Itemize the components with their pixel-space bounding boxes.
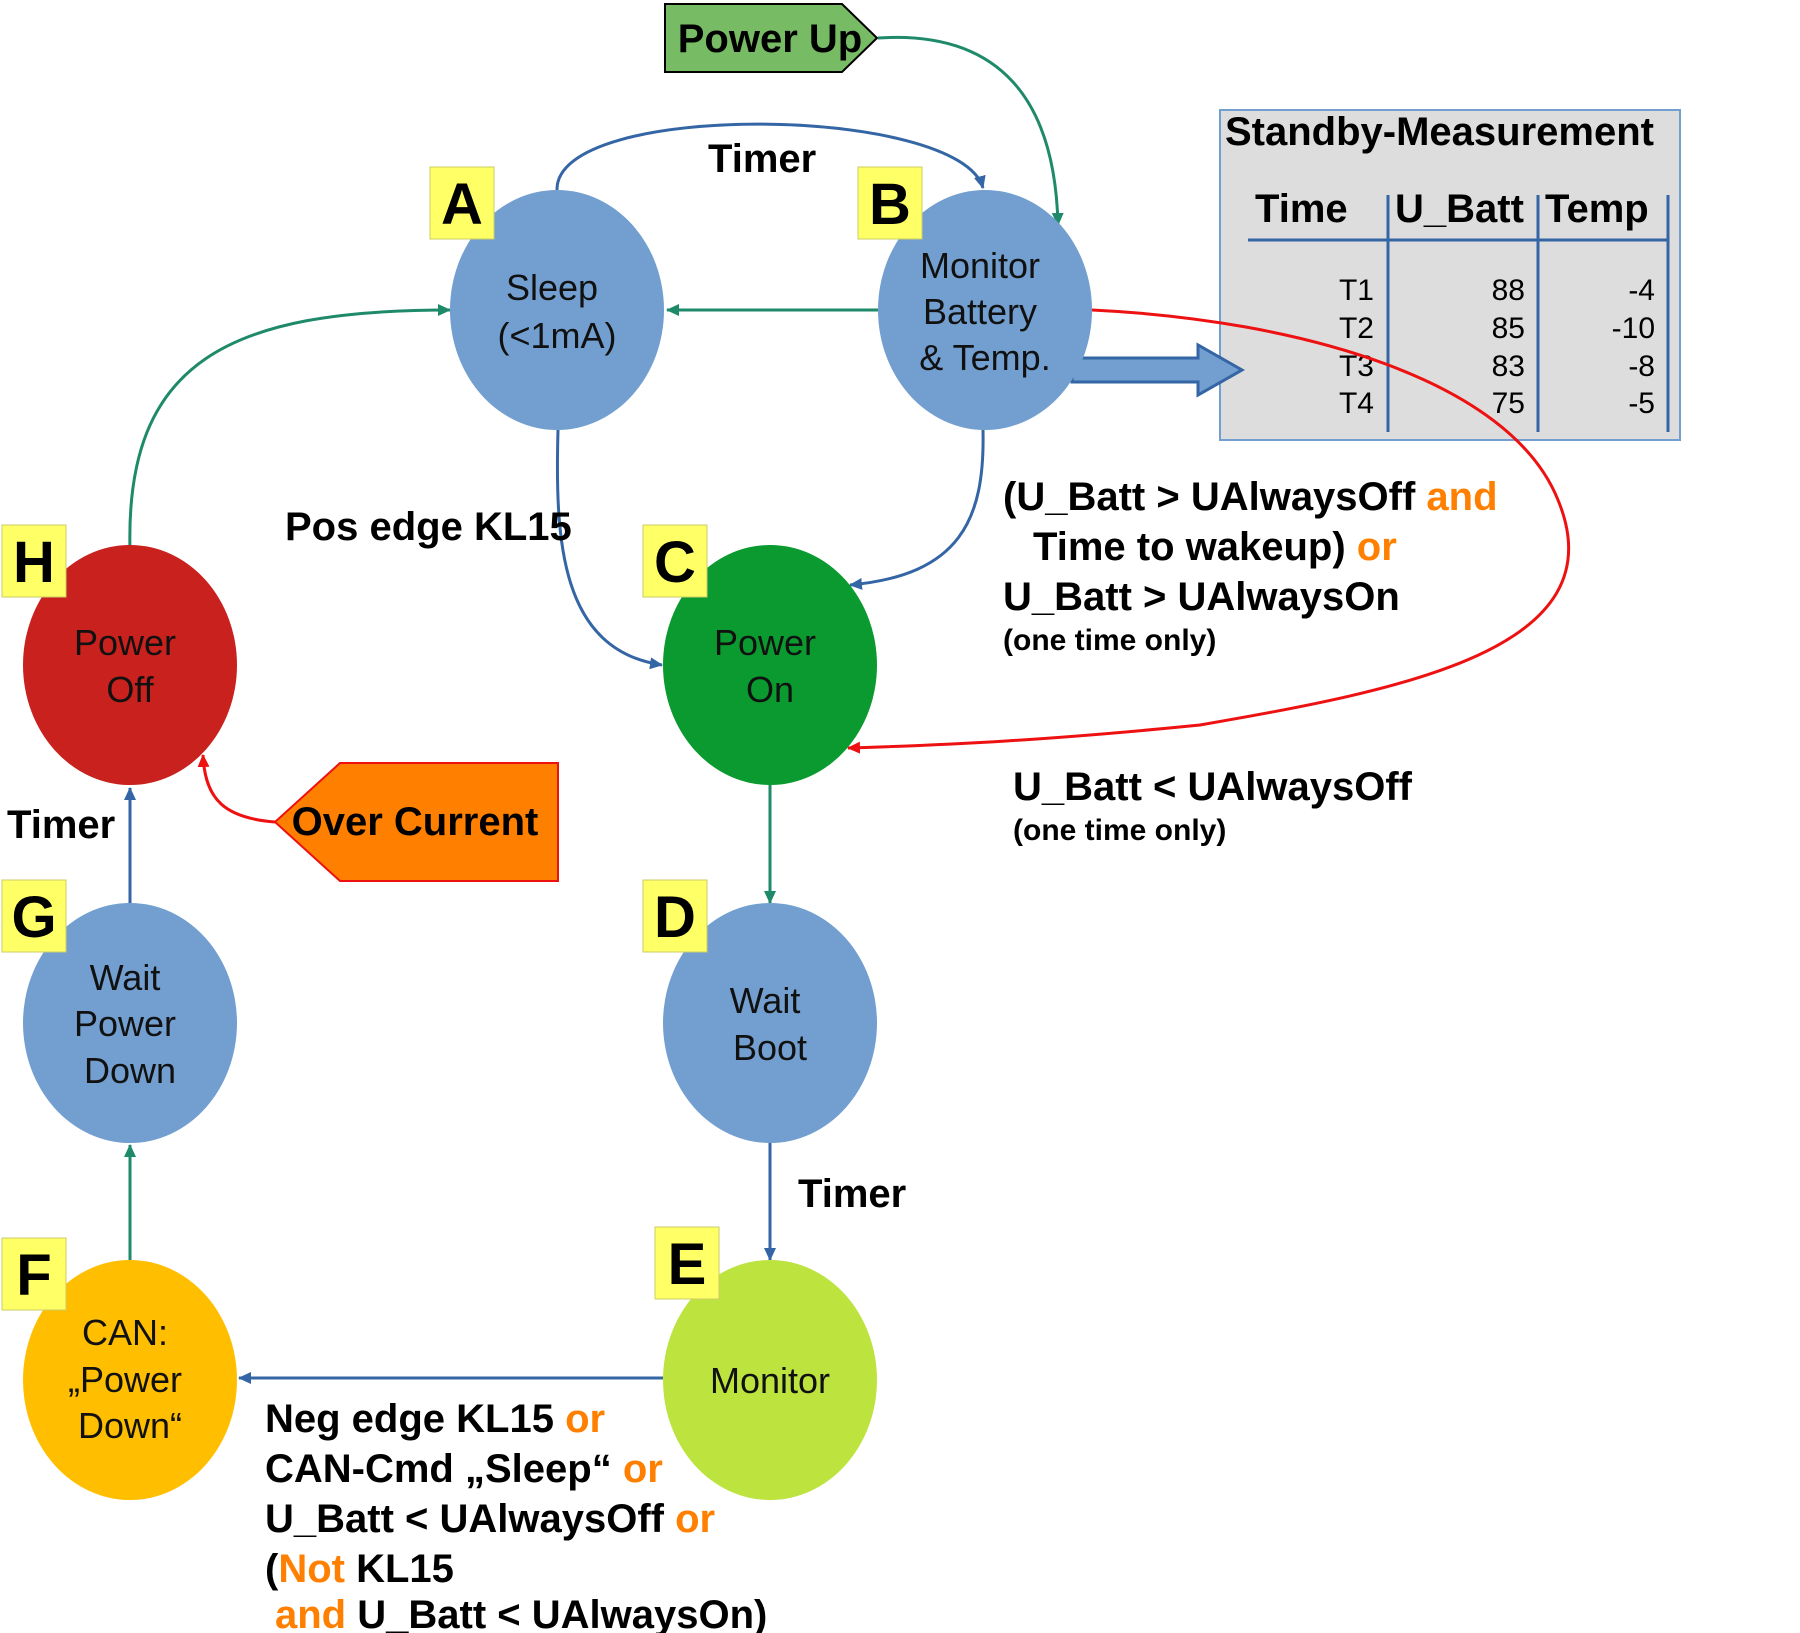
table-cell: -8 xyxy=(1628,350,1655,383)
state-a-label: Sleep (<1mA) xyxy=(497,267,616,356)
table-cell: 75 xyxy=(1492,387,1525,420)
table-header-time: Time xyxy=(1255,187,1348,231)
transition-b-to-c xyxy=(849,429,985,590)
condition-b-to-c-low: U_Batt < UAlwaysOff (one time only) xyxy=(1013,765,1413,847)
state-g-letter: G xyxy=(11,885,56,950)
state-f-letter: F xyxy=(16,1243,51,1308)
transition-power-up-to-b xyxy=(877,35,1064,226)
table-title: Standby-Measurement xyxy=(1225,110,1654,154)
table-cell: T2 xyxy=(1339,312,1374,345)
state-a-sleep: Sleep (<1mA) A xyxy=(429,166,664,430)
state-d-label: Wait Boot xyxy=(730,980,811,1068)
state-g-label: Wait Power Down xyxy=(74,957,186,1091)
state-h-label: Power Off xyxy=(74,622,186,710)
table-cell: T1 xyxy=(1339,274,1374,307)
svg-text:CAN-Cmd „Sleep“ or: CAN-Cmd „Sleep“ or xyxy=(265,1447,663,1491)
transition-over-current-to-h xyxy=(197,754,276,824)
svg-text:Time to wakeup) or: Time to wakeup) or xyxy=(1033,525,1397,569)
transition-a-to-c xyxy=(555,429,663,670)
svg-text:U_Batt < UAlwaysOff or: U_Batt < UAlwaysOff or xyxy=(265,1497,715,1541)
transition-a-to-b xyxy=(555,122,986,191)
power-up-label: Power Up xyxy=(678,17,862,61)
table-header-ubatt: U_Batt xyxy=(1395,187,1524,231)
table-cell: -4 xyxy=(1628,274,1655,307)
state-c-label: Power On xyxy=(714,622,826,710)
svg-text:(one time only): (one time only) xyxy=(1013,814,1226,847)
block-arrow-to-table xyxy=(1070,342,1246,398)
standby-measurement-table: Standby-Measurement Time U_Batt Temp T1 … xyxy=(1219,109,1681,441)
state-c-letter: C xyxy=(654,530,696,595)
transition-h-to-a xyxy=(128,304,451,551)
state-d-wait-boot: Wait Boot D xyxy=(642,879,877,1143)
state-e-letter: E xyxy=(668,1232,707,1297)
over-current-label: Over Current xyxy=(292,800,539,844)
table-header-temp: Temp xyxy=(1545,187,1649,231)
state-a-letter: A xyxy=(441,172,483,237)
table-cell: -10 xyxy=(1612,312,1655,345)
state-b-monitor-battery: Monitor Battery & Temp. B xyxy=(857,166,1092,430)
svg-text:(U_Batt > UAlwaysOff and: (U_Batt > UAlwaysOff and xyxy=(1003,475,1498,519)
state-f-label: CAN: „Power Down“ xyxy=(68,1312,192,1446)
table-row: T1 88 -4 xyxy=(1339,274,1655,307)
svg-text:(Not KL15: (Not KL15 xyxy=(265,1547,454,1591)
state-b-letter: B xyxy=(869,172,911,237)
state-e-monitor: Monitor E xyxy=(654,1226,877,1500)
transition-b-to-c-low xyxy=(847,308,1571,754)
state-b-label: Monitor Battery & Temp. xyxy=(919,245,1050,378)
table-row: T2 85 -10 xyxy=(1339,312,1655,345)
table-cell: T4 xyxy=(1339,387,1374,420)
table-cell: 88 xyxy=(1492,274,1525,307)
state-f-can-power-down: CAN: „Power Down“ F xyxy=(1,1237,237,1500)
condition-e-to-f: Neg edge KL15 or CAN-Cmd „Sleep“ or U_Ba… xyxy=(265,1397,767,1633)
svg-text:U_Batt < UAlwaysOff: U_Batt < UAlwaysOff xyxy=(1013,765,1413,809)
condition-a-to-c: Pos edge KL15 xyxy=(285,505,572,549)
condition-d-to-e: Timer xyxy=(798,1172,906,1216)
state-e-label: Monitor xyxy=(710,1360,830,1401)
svg-text:and U_Batt < UAlwaysOn): and U_Batt < UAlwaysOn) xyxy=(275,1593,767,1633)
transitions xyxy=(124,35,1571,1384)
table-cell: 83 xyxy=(1492,350,1525,383)
svg-text:U_Batt > UAlwaysOn: U_Batt > UAlwaysOn xyxy=(1003,575,1400,619)
state-g-wait-power-down: Wait Power Down G xyxy=(1,879,237,1143)
svg-text:Neg edge KL15 or: Neg edge KL15 or xyxy=(265,1397,605,1441)
condition-a-to-b: Timer xyxy=(708,137,816,181)
condition-g-to-h: Timer xyxy=(7,803,115,847)
condition-b-to-c: (U_Batt > UAlwaysOff and Time to wakeup)… xyxy=(1003,475,1498,657)
over-current-tag: Over Current xyxy=(273,762,559,882)
table-cell: -5 xyxy=(1628,387,1655,420)
power-up-tag: Power Up xyxy=(664,3,879,73)
table-row: T4 75 -5 xyxy=(1339,387,1655,420)
state-d-letter: D xyxy=(654,885,696,950)
svg-text:(one time only): (one time only) xyxy=(1003,624,1216,657)
state-h-letter: H xyxy=(13,530,55,595)
table-cell: 85 xyxy=(1492,312,1525,345)
state-c-power-on: Power On C xyxy=(642,524,877,785)
state-h-power-off: Power Off H xyxy=(1,524,237,785)
